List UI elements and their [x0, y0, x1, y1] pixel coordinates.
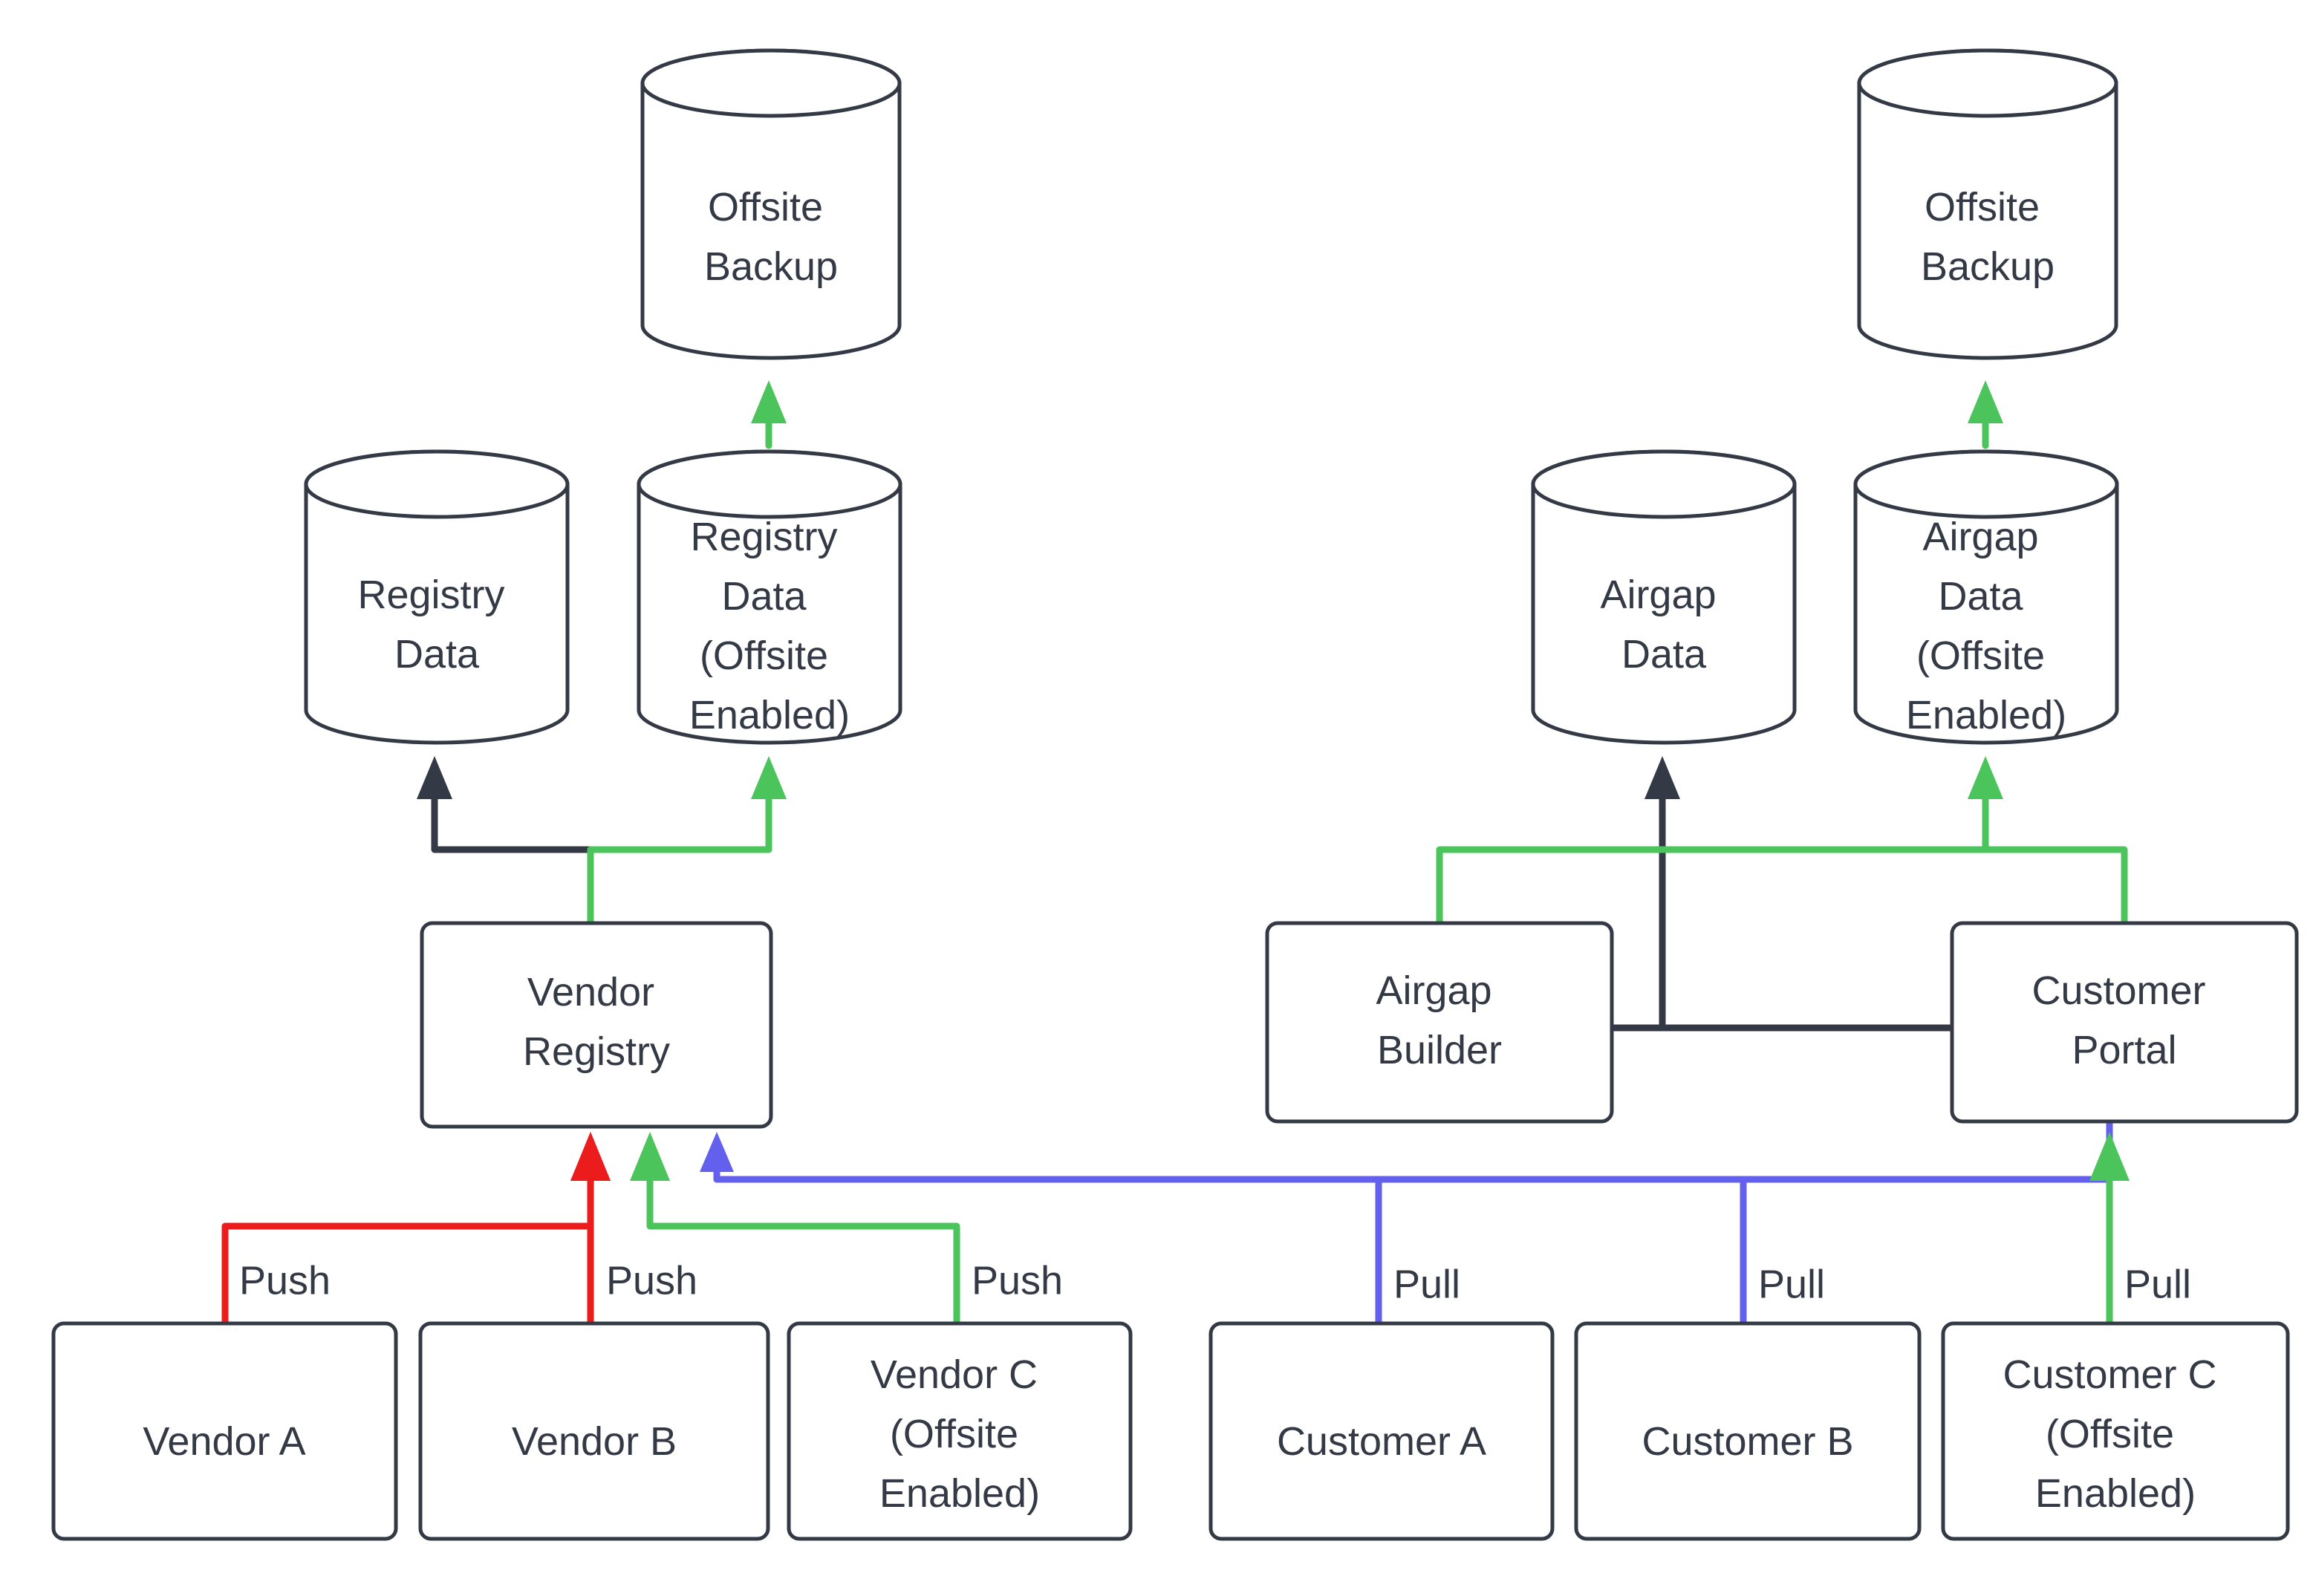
node-customer-b[interactable]: Customer B [1574, 1321, 1922, 1541]
node-label-airgap-data-offsite: Airgap Data (Offsite Enabled) [1906, 515, 2066, 737]
edge-label-push-1: Push [239, 1258, 331, 1303]
edge-label-pull-1: Pull [1393, 1262, 1460, 1306]
edge-airgap-builder-to-airgap-data-offsite [1436, 756, 2003, 925]
node-offsite-backup-left[interactable]: Offsite Backup [640, 48, 902, 360]
node-label-customer-a: Customer A [1277, 1419, 1486, 1464]
edge-vendor-registry-to-registry-data-offsite [587, 756, 787, 925]
edge-customer-portal-to-airgap-data-offsite [1982, 846, 2128, 925]
node-label-airgap-builder: Airgap Builder [1376, 968, 1503, 1072]
node-offsite-backup-right[interactable]: Offsite Backup [1857, 48, 2118, 360]
edge-label-push-2: Push [606, 1258, 697, 1303]
edge-customer-portal-to-airgap-data [1645, 756, 1680, 1032]
node-airgap-data[interactable]: Airgap Data [1531, 449, 1797, 745]
edge-customer-c-to-customer-portal [2089, 1132, 2130, 1327]
node-registry-data[interactable]: Registry Data [304, 449, 570, 745]
edge-customer-b-to-vendor-registry [713, 1176, 1747, 1327]
edge-registry-data-offsite-to-offsite-backup [751, 380, 787, 449]
edge-vendor-c-to-vendor-registry [630, 1132, 960, 1327]
node-label-offsite-backup-left: Offsite Backup [704, 185, 838, 289]
edge-vendor-registry-to-registry-data [417, 756, 594, 925]
node-vendor-b[interactable]: Vendor B [418, 1321, 770, 1541]
node-customer-portal[interactable]: Customer Portal [1950, 921, 2299, 1124]
node-label-customer-c: Customer C (Offsite Enabled) [2003, 1352, 2228, 1516]
node-airgap-data-offsite[interactable]: Airgap Data (Offsite Enabled) [1853, 449, 2119, 745]
node-label-registry-data: Registry Data [357, 573, 515, 677]
edge-airgap-data-offsite-to-offsite-backup [1968, 380, 2003, 449]
node-label-offsite-backup-right: Offsite Backup [1921, 185, 2055, 289]
node-vendor-c[interactable]: Vendor C (Offsite Enabled) [787, 1321, 1133, 1541]
node-label-vendor-registry: Vendor Registry [523, 970, 670, 1074]
node-customer-a[interactable]: Customer A [1208, 1321, 1555, 1541]
node-label-vendor-b: Vendor B [512, 1419, 677, 1464]
node-label-customer-portal: Customer Portal [2031, 968, 2216, 1072]
node-label-vendor-a: Vendor A [143, 1419, 305, 1464]
node-label-airgap-data: Airgap Data [1600, 573, 1727, 677]
edge-label-pull-2: Pull [1758, 1262, 1825, 1306]
edge-vendor-b-to-vendor-registry [570, 1132, 611, 1327]
node-label-customer-b: Customer B [1642, 1419, 1853, 1464]
edge-label-push-3: Push [972, 1258, 1063, 1303]
node-airgap-builder[interactable]: Airgap Builder [1265, 921, 1614, 1124]
node-label-vendor-c: Vendor C (Offsite Enabled) [871, 1352, 1049, 1516]
node-vendor-a[interactable]: Vendor A [51, 1321, 398, 1541]
edge-label-pull-3: Pull [2124, 1262, 2191, 1306]
node-vendor-registry[interactable]: Vendor Registry [420, 921, 773, 1129]
edge-customer-portal-to-vendor-registry [713, 1113, 2113, 1183]
node-customer-c[interactable]: Customer C (Offsite Enabled) [1941, 1321, 2290, 1541]
node-registry-data-offsite[interactable]: Registry Data (Offsite Enabled) [637, 449, 902, 745]
node-label-registry-data-offsite: Registry Data (Offsite Enabled) [689, 515, 850, 737]
